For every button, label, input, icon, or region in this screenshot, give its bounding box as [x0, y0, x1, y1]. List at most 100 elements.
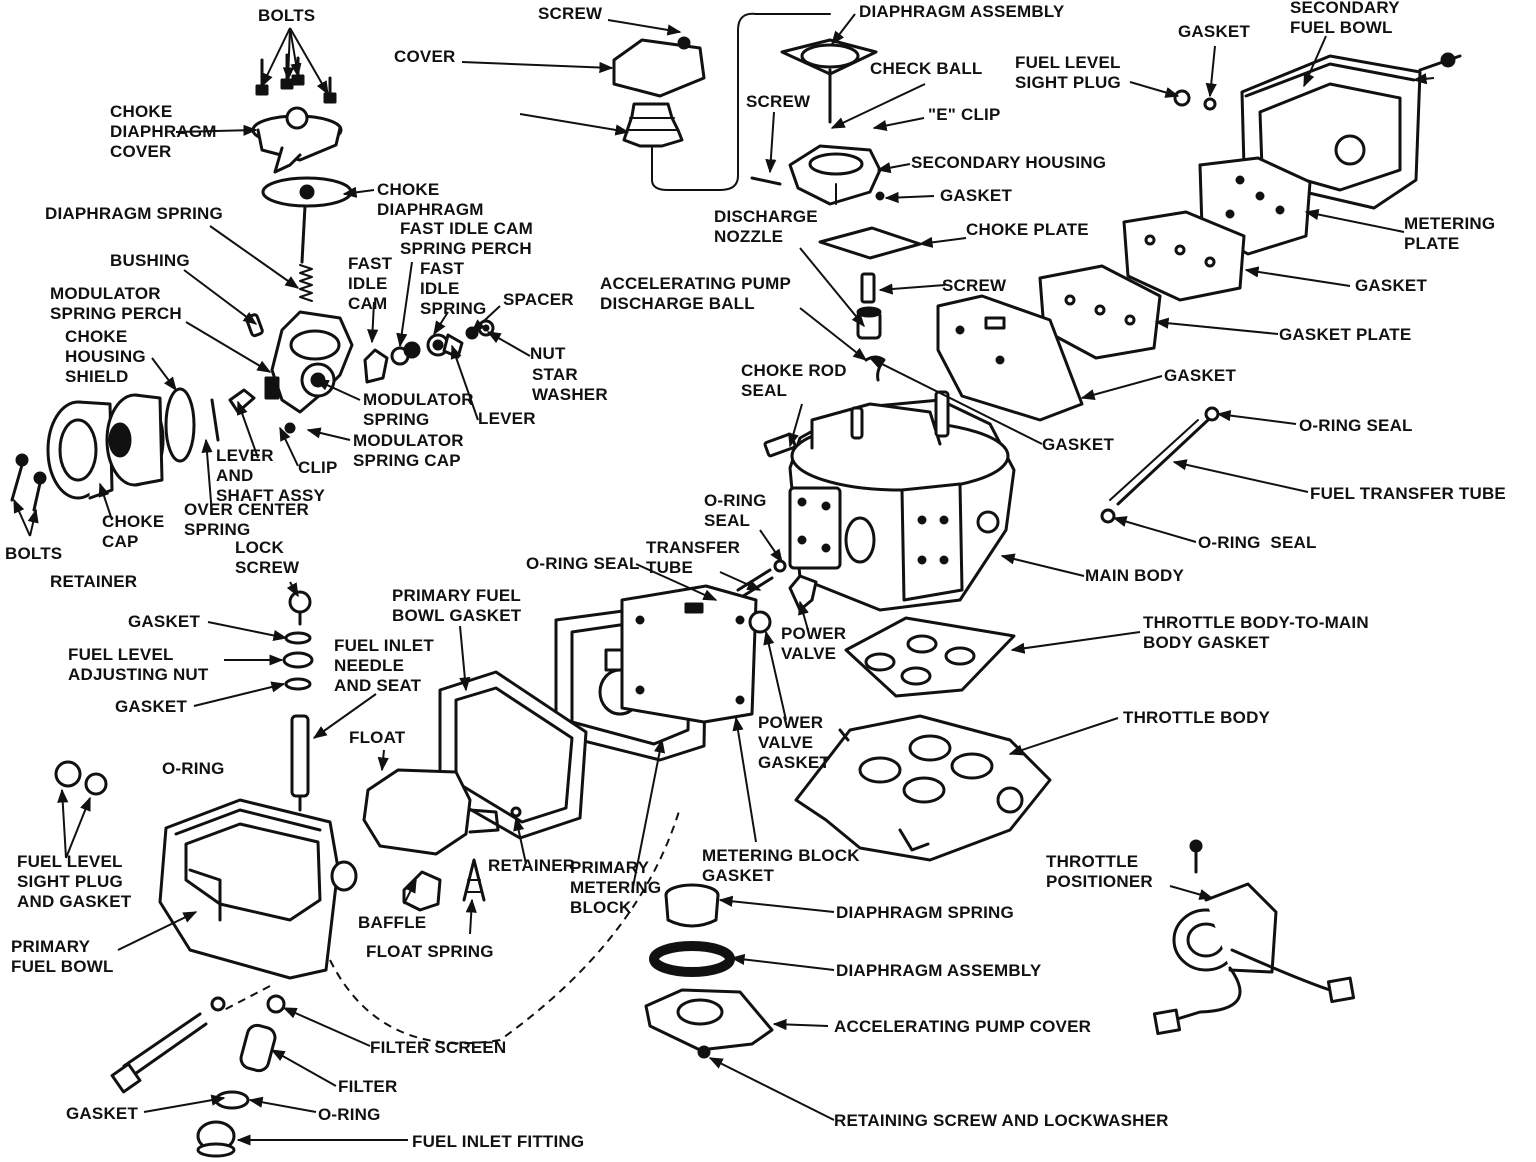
label-gasket-plate-lower: GASKET: [1164, 366, 1237, 385]
label-gasket-bottom: GASKET: [66, 1104, 139, 1123]
label-o-ring-seal-left: O-RING SEAL: [526, 554, 640, 573]
label-lever-upper: LEVER: [478, 409, 536, 428]
label-secondary-housing: SECONDARY HOUSING: [911, 153, 1107, 172]
label-gasket-lock-screw: GASKET: [128, 612, 201, 631]
metering-block-gasket-part: [620, 584, 772, 724]
primary-fuel-bowl-gasket-part: [438, 670, 588, 840]
parts: [10, 12, 1462, 1158]
label-accelerating-pump-cover: ACCELERATING PUMP COVER: [834, 1017, 1092, 1036]
label-gasket-adjusting-nut: GASKET: [115, 697, 188, 716]
label-fast-idle-cam-spring-perch: FAST IDLE CAM SPRING PERCH: [400, 219, 533, 258]
label-screw-mid: SCREW: [746, 92, 811, 111]
diaphragm-assembly-top-part: [780, 38, 878, 124]
primary-fuel-bowl-part: [158, 798, 358, 980]
label-fast-idle-spring: FAST IDLE SPRING: [420, 259, 487, 318]
label-screw-top: SCREW: [538, 4, 603, 23]
label-fuel-inlet-needle-and-seat: FUEL INLET NEEDLE AND SEAT: [334, 636, 434, 695]
label-power-valve-gasket: POWER VALVE GASKET: [758, 713, 831, 772]
float-part: [362, 768, 522, 856]
label-primary-fuel-bowl: PRIMARY FUEL BOWL: [11, 937, 114, 976]
choke-housing-shield-part: [46, 400, 114, 500]
label-modulator-spring-cap: MODULATOR SPRING CAP: [353, 431, 464, 470]
label-choke-diaphragm: CHOKE DIAPHRAGM: [377, 180, 484, 219]
label-bolts-left: BOLTS: [5, 544, 63, 563]
label-diaphragm-spring-left: DIAPHRAGM SPRING: [45, 204, 223, 223]
label-o-ring-bottom: O-RING: [318, 1105, 381, 1124]
secondary-housing-part: [750, 144, 885, 206]
label-main-body: MAIN BODY: [1085, 566, 1185, 585]
label-retainer-top: RETAINER: [50, 572, 138, 591]
label-transfer-tube: TRANSFER TUBE: [646, 538, 741, 577]
label-fuel-level-sight-plug-top: FUEL LEVEL SIGHT PLUG: [1015, 53, 1121, 92]
throttle-positioner-part: [1152, 839, 1356, 1036]
label-fuel-level-sight-plug-and-gasket: FUEL LEVEL SIGHT PLUG AND GASKET: [17, 852, 132, 911]
large-gasket-part: [936, 294, 1084, 422]
label-fuel-inlet-fitting: FUEL INLET FITTING: [412, 1132, 585, 1151]
label-bolts-top: BOLTS: [258, 6, 316, 25]
label-primary-fuel-bowl-gasket: PRIMARY FUEL BOWL GASKET: [392, 586, 522, 625]
label-throttle-body-to-main: THROTTLE BODY-TO-MAIN BODY GASKET: [1143, 613, 1369, 652]
choke-housing-part: [264, 310, 354, 414]
throttle-gasket-part: [844, 616, 1016, 698]
label-discharge-nozzle: DISCHARGE NOZZLE: [714, 207, 818, 246]
label-gasket-top-right: GASKET: [1178, 22, 1251, 41]
label-star-washer: STAR WASHER: [532, 365, 608, 404]
label-screw-choke-plate: SCREW: [942, 276, 1007, 295]
label-choke-rod-seal: CHOKE ROD SEAL: [741, 361, 847, 400]
label-clip: CLIP: [298, 458, 338, 477]
label-gasket-metering-plate: GASKET: [1355, 276, 1428, 295]
label-power-valve: POWER VALVE: [781, 624, 847, 663]
label-retaining-screw-and-lockwasher: RETAINING SCREW AND LOCKWASHER: [834, 1111, 1169, 1130]
fast-idle-parts: [363, 319, 495, 384]
label-o-ring-seal-right-top: O-RING SEAL: [1299, 416, 1413, 435]
needle-and-seat-part: [282, 590, 314, 812]
fuel-inlet-stack-part: [110, 994, 286, 1158]
label-o-ring-seal-mid: O-RING SEAL: [704, 491, 767, 530]
label-throttle-positioner: THROTTLE POSITIONER: [1046, 852, 1153, 891]
label-check-ball: CHECK BALL: [870, 59, 983, 78]
label-bushing: BUSHING: [110, 251, 190, 270]
label-e-clip: "E" CLIP: [928, 105, 1001, 124]
label-metering-plate: METERING PLATE: [1404, 214, 1496, 253]
main-body-part: [763, 390, 1016, 612]
bellows-part: [622, 102, 684, 148]
label-float: FLOAT: [349, 728, 406, 747]
label-choke-diaphragm-cover: CHOKE DIAPHRAGM COVER: [110, 102, 217, 161]
choke-cap-part: [105, 393, 165, 487]
label-accelerating-pump-discharge-ball: ACCELERATING PUMP DISCHARGE BALL: [600, 274, 792, 313]
label-modulator-spring: MODULATOR SPRING: [363, 390, 474, 429]
label-secondary-fuel-bowl: SECONDARY FUEL BOWL: [1290, 0, 1400, 37]
label-baffle: BAFFLE: [358, 913, 427, 932]
label-filter-screen: FILTER SCREEN: [370, 1038, 507, 1057]
bolts-left-part: [10, 453, 47, 512]
label-fuel-level-adjusting-nut: FUEL LEVEL ADJUSTING NUT: [68, 645, 209, 684]
choke-diaphragm-cover-part: [251, 106, 343, 174]
fuel-transfer-tube-part: [1100, 406, 1220, 524]
label-spacer: SPACER: [503, 290, 574, 309]
cover-part: [612, 36, 706, 98]
label-diaphragm-assembly-top: DIAPHRAGM ASSEMBLY: [859, 2, 1065, 21]
choke-diaphragm-part: [261, 176, 353, 264]
label-diaphragm-assembly-bottom: DIAPHRAGM ASSEMBLY: [836, 961, 1042, 980]
label-fast-idle-cam: FAST IDLE CAM: [348, 254, 393, 313]
label-fuel-transfer-tube: FUEL TRANSFER TUBE: [1310, 484, 1506, 503]
label-nut: NUT: [530, 344, 566, 363]
label-lever-and-shaft-assy: LEVER AND SHAFT ASSY: [216, 446, 326, 505]
label-choke-cap: CHOKE CAP: [102, 512, 165, 551]
label-cover: COVER: [394, 47, 456, 66]
label-choke-housing-shield: CHOKE HOUSING SHIELD: [65, 327, 146, 386]
label-primary-metering-block: PRIMARY METERING BLOCK: [570, 858, 662, 917]
label-over-center-spring: OVER CENTER SPRING: [184, 500, 309, 539]
label-gasket-plate: GASKET PLATE: [1279, 325, 1412, 344]
label-diaphragm-spring-bottom: DIAPHRAGM SPRING: [836, 903, 1014, 922]
label-metering-block-gasket: METERING BLOCK GASKET: [702, 846, 860, 885]
label-filter: FILTER: [338, 1077, 398, 1096]
label-gasket-choke-plate-lower: GASKET: [1042, 435, 1115, 454]
label-o-ring-seal-right-bottom: O-RING SEAL: [1198, 533, 1317, 552]
label-choke-plate: CHOKE PLATE: [966, 220, 1089, 239]
label-retainer-bottom: RETAINER: [488, 856, 576, 875]
label-modulator-spring-perch: MODULATOR SPRING PERCH: [50, 284, 182, 323]
label-float-spring: FLOAT SPRING: [366, 942, 494, 961]
